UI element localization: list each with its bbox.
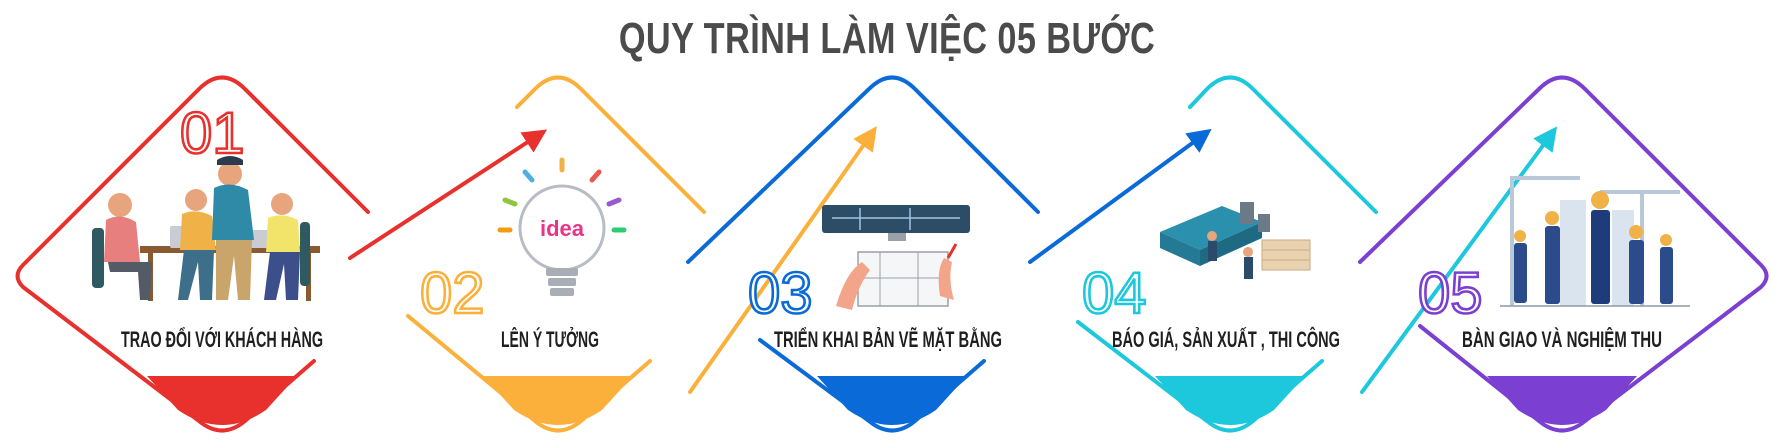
step-2-outline-bottom <box>406 314 652 433</box>
step-5-label: BÀN GIAO VÀ NGHIỆM THU <box>1462 327 1662 352</box>
step-4-base-segment <box>1155 376 1305 425</box>
step-4-outline <box>1188 75 1378 214</box>
step-5-number: 05 <box>1418 261 1483 326</box>
step-1-base-segment <box>147 376 297 425</box>
step-5-base-segment <box>1487 376 1637 425</box>
factory-production-illustration <box>1160 202 1311 279</box>
connector-arrow-3 <box>1028 128 1212 264</box>
step-3-base-segment <box>817 376 967 425</box>
step-4-label: BÁO GIÁ, SẢN XUẤT , THI CÔNG <box>1112 327 1340 352</box>
step-5-outline <box>1358 75 1769 433</box>
construction-workers-illustration <box>1500 176 1690 307</box>
step-4: 04 BÁO GIÁ, SẢN XUẤT , THI CÔNG <box>1076 75 1378 433</box>
connector-arrow-1 <box>348 129 548 260</box>
step-3: 03 TRIỂN KHAI BẢN VẼ MẶT BẰNG <box>686 75 1040 433</box>
floor-plan-drawing-illustration <box>822 205 970 310</box>
step-3-outline-bottom <box>758 338 986 433</box>
step-1: 01 <box>15 75 370 433</box>
step-2-base-segment <box>483 376 633 425</box>
step-2: 02 idea LÊN Ý TƯỞNG <box>406 75 706 433</box>
step-1-number: 01 <box>180 101 245 166</box>
step-3-label: TRIỂN KHAI BẢN VẼ MẶT BẰNG <box>774 327 1002 352</box>
step-5: 05 BÀN GIAO VÀ NGHIỆ <box>1358 75 1769 433</box>
page-title: QUY TRÌNH LÀM VIỆC 05 BƯỚC <box>618 14 1156 63</box>
connector-arrow-2 <box>688 126 877 394</box>
idea-lightbulb-illustration: idea <box>497 157 627 296</box>
step-2-number: 02 <box>420 261 485 326</box>
step-2-outline <box>515 75 706 214</box>
step-4-number: 04 <box>1082 261 1147 326</box>
step-4-outline-bottom <box>1076 320 1324 433</box>
step-3-outline <box>686 75 1040 264</box>
team-meeting-illustration <box>92 156 320 301</box>
svg-text:idea: idea <box>540 216 585 241</box>
step-1-outline <box>15 75 370 433</box>
step-2-label: LÊN Ý TƯỞNG <box>501 327 599 352</box>
step-1-label: TRAO ĐỔI VỚI KHÁCH HÀNG <box>121 327 323 352</box>
step-3-number: 03 <box>748 261 813 326</box>
